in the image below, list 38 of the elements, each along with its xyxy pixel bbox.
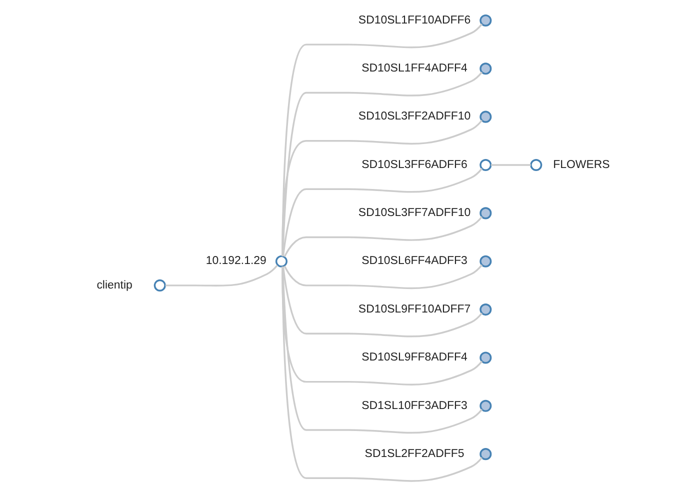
- node-label: SD10SL9FF10ADFF7: [358, 303, 470, 316]
- connector: [164, 264, 278, 287]
- node-circle: [479, 62, 492, 75]
- connector: [282, 168, 482, 256]
- node-circle: [479, 110, 492, 123]
- node-label: FLOWERS: [552, 158, 610, 171]
- connector: [283, 264, 482, 290]
- node-circle: [479, 400, 492, 412]
- node-circle: [479, 14, 492, 26]
- node-circle: [479, 352, 492, 364]
- node-label: SD10SL9FF8ADFF4: [361, 352, 467, 364]
- node-circle: [274, 255, 287, 268]
- connector: [281, 266, 482, 386]
- node-circle: [479, 255, 492, 268]
- node-label: SD10SL3FF2ADFF10: [358, 110, 470, 123]
- node-label: SD10SL3FF7ADFF10: [358, 207, 470, 220]
- connector: [281, 120, 482, 256]
- node-circle: [479, 207, 492, 220]
- node-label: clientip: [96, 279, 132, 292]
- node-label: SD10SL6FF4ADFF3: [361, 255, 467, 268]
- node-circle: [479, 158, 492, 172]
- node-circle: [479, 304, 492, 316]
- node-label: SD10SL3FF6ADFF6: [361, 158, 467, 171]
- node-label: SD10SL1FF10ADFF6: [358, 14, 470, 26]
- node-circle: [153, 279, 166, 292]
- node-label: SD10SL1FF4ADFF4: [361, 62, 467, 75]
- node-label: 10.192.1.29: [205, 255, 266, 268]
- node-circle: [530, 158, 542, 172]
- node-circle: [479, 448, 492, 460]
- connector: [283, 216, 482, 258]
- connector: [281, 23, 482, 256]
- connector: [490, 164, 530, 166]
- connector: [281, 266, 482, 434]
- connector: [282, 266, 482, 338]
- node-label: SD1SL10FF3ADFF3: [361, 400, 467, 412]
- node-label: SD1SL2FF2ADFF5: [364, 448, 464, 460]
- connector: [281, 266, 482, 482]
- connector: [281, 72, 482, 256]
